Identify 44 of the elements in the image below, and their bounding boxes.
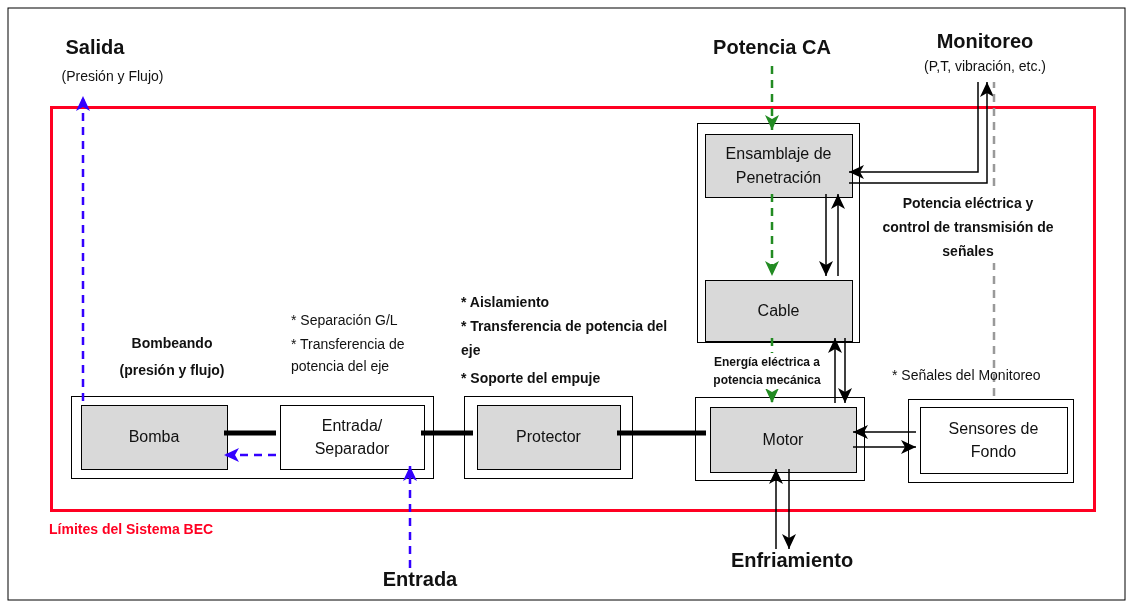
function-note: * Transferencia de potencia del eje [461,317,669,360]
component-box [920,407,1068,474]
signal-arrow [838,337,852,404]
function-note: Bombeando (presión y flujo) [118,334,226,380]
flow-label: (P,T, vibración, etc.) [923,58,1047,74]
flow-label: Entrada [381,568,459,591]
shaft-line [421,430,473,436]
component-label: Protector [515,427,582,448]
assembly-frame [697,123,860,343]
flow-arrow [403,466,417,568]
component-box [705,280,853,342]
flow-label: (Presión y Flujo) [60,68,165,84]
component-label: Cable [756,300,801,321]
signal-arrow [828,337,842,404]
function-note: * Señales del Monitoreo [892,366,1042,385]
boundary-label: Límites del Sistema BEC [49,521,215,537]
component-label: Entrada/ Separador [313,415,391,459]
component-label: Bomba [127,427,181,448]
component-label: Motor [761,429,805,450]
component-label: Ensamblaje de Penetración [724,144,833,188]
flow-label: Salida [64,36,126,59]
flow-label: Potencia CA [712,36,832,59]
signal-arrow [782,468,796,550]
signal-arrow [769,468,783,550]
signal-arrow [819,193,833,277]
flow-arrow [224,448,276,462]
signal-arrow [831,193,845,277]
flow-arrow [765,66,779,130]
function-note: * Aislamiento [461,293,551,312]
function-note: * Separación G/L [291,311,399,330]
shaft-line [224,430,276,436]
component-box [710,407,857,473]
flow-label: Enfriamiento [729,549,855,572]
flow-label: Monitoreo [935,30,1035,53]
component-label: Sensores de Fondo [947,418,1040,462]
component-box [705,134,853,198]
component-box [477,405,621,470]
flow-arrow [76,96,90,401]
signal-arrow [852,440,917,454]
flow-arrow [765,194,779,276]
shaft-line [617,430,706,436]
signal-arrow [852,425,917,439]
function-note: * Soporte del empuje [461,369,602,388]
function-note: * Transferencia de potencia del eje [291,335,406,377]
